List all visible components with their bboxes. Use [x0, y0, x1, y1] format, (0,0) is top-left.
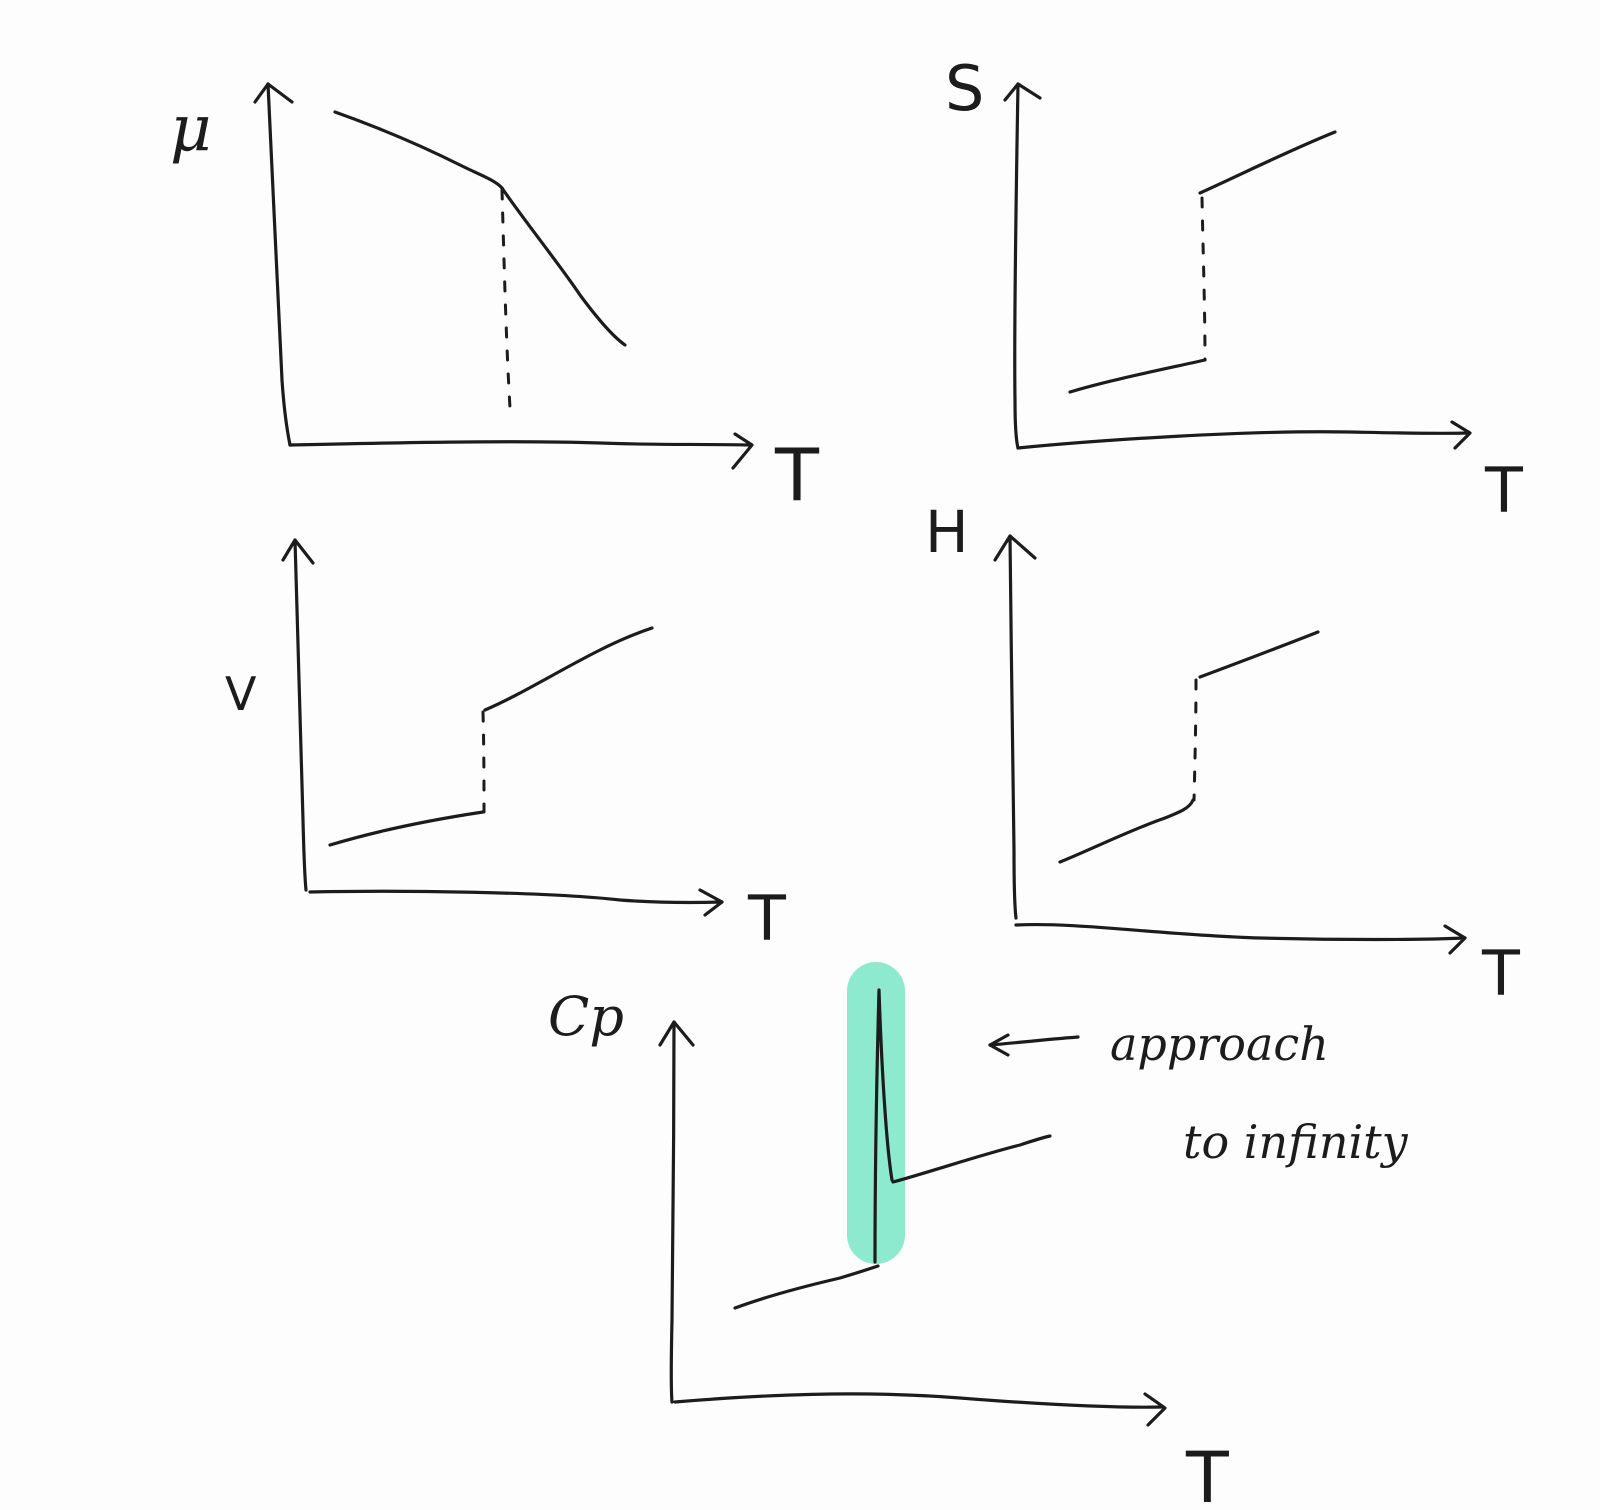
mu-transition-dashed: [500, 188, 512, 410]
mu-y-axis: [266, 82, 292, 447]
v-transition-dashed: [481, 710, 486, 814]
cp-curve-low: [733, 1264, 880, 1310]
h-curve-high: [1198, 630, 1320, 679]
annotation-line-1: approach: [1110, 1017, 1329, 1071]
mu-x-label: T: [774, 433, 820, 517]
plot-s: S T: [945, 52, 1524, 527]
s-transition-dashed: [1200, 196, 1207, 362]
cp-spike: [873, 988, 894, 1264]
v-x-label: T: [747, 882, 787, 955]
s-x-label: T: [1484, 454, 1524, 527]
h-transition-dashed: [1192, 678, 1198, 802]
s-x-arrowhead: [1450, 420, 1472, 450]
h-x-axis: [1014, 922, 1467, 942]
cp-x-label: T: [1185, 1437, 1229, 1510]
v-y-label: V: [225, 667, 257, 721]
cp-curve-high: [891, 1134, 1052, 1184]
plot-mu: μ T: [170, 82, 820, 517]
h-x-arrowhead: [1443, 924, 1467, 955]
v-x-arrowhead: [698, 888, 724, 917]
s-curve-low: [1068, 358, 1207, 394]
v-y-arrowhead: [281, 538, 315, 565]
cp-x-arrowhead: [1143, 1392, 1167, 1427]
cp-y-arrowhead: [658, 1020, 695, 1047]
s-y-label: S: [945, 52, 984, 125]
h-y-arrowhead: [993, 534, 1037, 562]
mu-x-axis: [288, 440, 752, 447]
mu-curve-high: [500, 186, 627, 347]
annotation-line-2: to infinity: [1183, 1115, 1409, 1169]
cp-x-axis: [673, 1392, 1165, 1409]
s-y-axis: [1013, 82, 1020, 450]
mu-y-label: μ: [170, 92, 212, 166]
plot-h: H T: [925, 498, 1521, 1010]
cp-y-label: Cp: [548, 985, 624, 1048]
plot-cp: Cp T: [548, 962, 1229, 1510]
h-y-label: H: [925, 498, 969, 566]
h-y-axis: [1008, 534, 1018, 920]
mu-y-arrowhead: [253, 82, 294, 104]
infinity-annotation: approach to infinity: [988, 1017, 1409, 1169]
s-x-axis: [1016, 430, 1470, 450]
annotation-arrowhead: [988, 1033, 1010, 1057]
h-x-label: T: [1481, 937, 1521, 1010]
s-curve-high: [1198, 130, 1337, 195]
v-y-axis: [293, 538, 308, 892]
s-y-arrowhead: [1003, 82, 1042, 102]
annotation-arrow: [988, 1035, 1080, 1047]
mu-x-arrowhead: [731, 432, 754, 470]
v-x-axis: [308, 889, 724, 905]
h-curve-low: [1058, 798, 1195, 864]
cp-y-axis: [669, 1020, 676, 1404]
plot-v: V T: [225, 538, 787, 955]
mu-curve-low: [333, 110, 504, 190]
v-curve-low: [328, 810, 485, 847]
v-curve-high: [483, 626, 654, 712]
